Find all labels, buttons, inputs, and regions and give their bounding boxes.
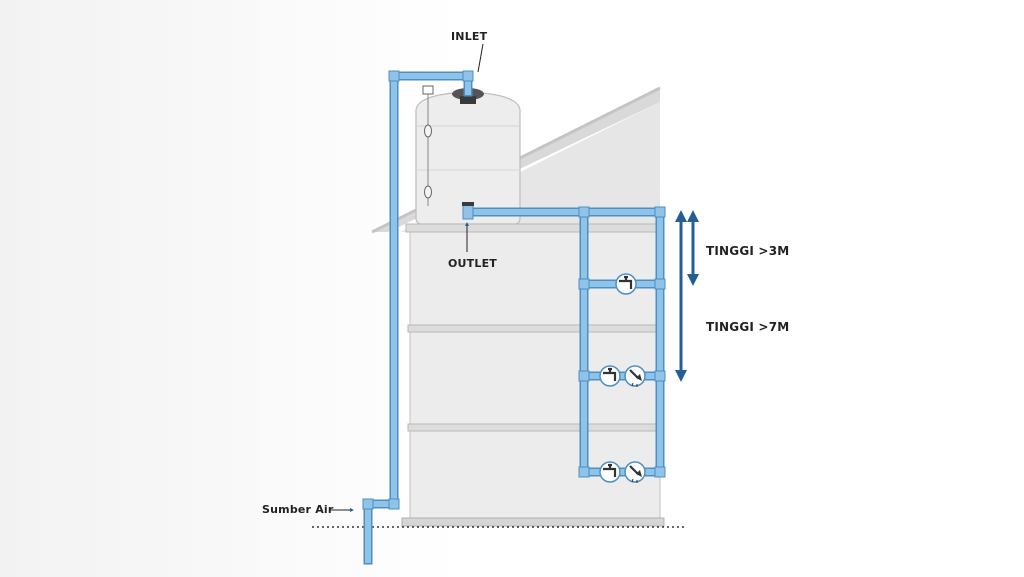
height-7m-label: TINGGI >7M	[706, 320, 790, 334]
faucet-icon	[599, 461, 621, 483]
water-tank	[415, 85, 521, 225]
ground-slab	[401, 517, 665, 527]
inlet-label: INLET	[451, 30, 488, 43]
float-switch-icon	[422, 85, 434, 95]
floor-slab-1	[407, 423, 663, 432]
outlet-label: OUTLET	[448, 257, 498, 270]
floor-slab-2	[407, 324, 663, 333]
distribution-fittings	[578, 206, 666, 478]
faucet-icon	[599, 365, 621, 387]
outlet-valve-icon	[462, 202, 474, 220]
inlet-callout-line	[477, 43, 484, 73]
roof-slab	[405, 223, 665, 233]
shower-icon	[624, 365, 646, 387]
water-source-label: Sumber Air	[262, 503, 334, 516]
faucet-icon	[615, 273, 637, 295]
inlet-fittings	[362, 70, 474, 510]
height-3m-label: TINGGI >3M	[706, 244, 790, 258]
shower-icon	[624, 461, 646, 483]
